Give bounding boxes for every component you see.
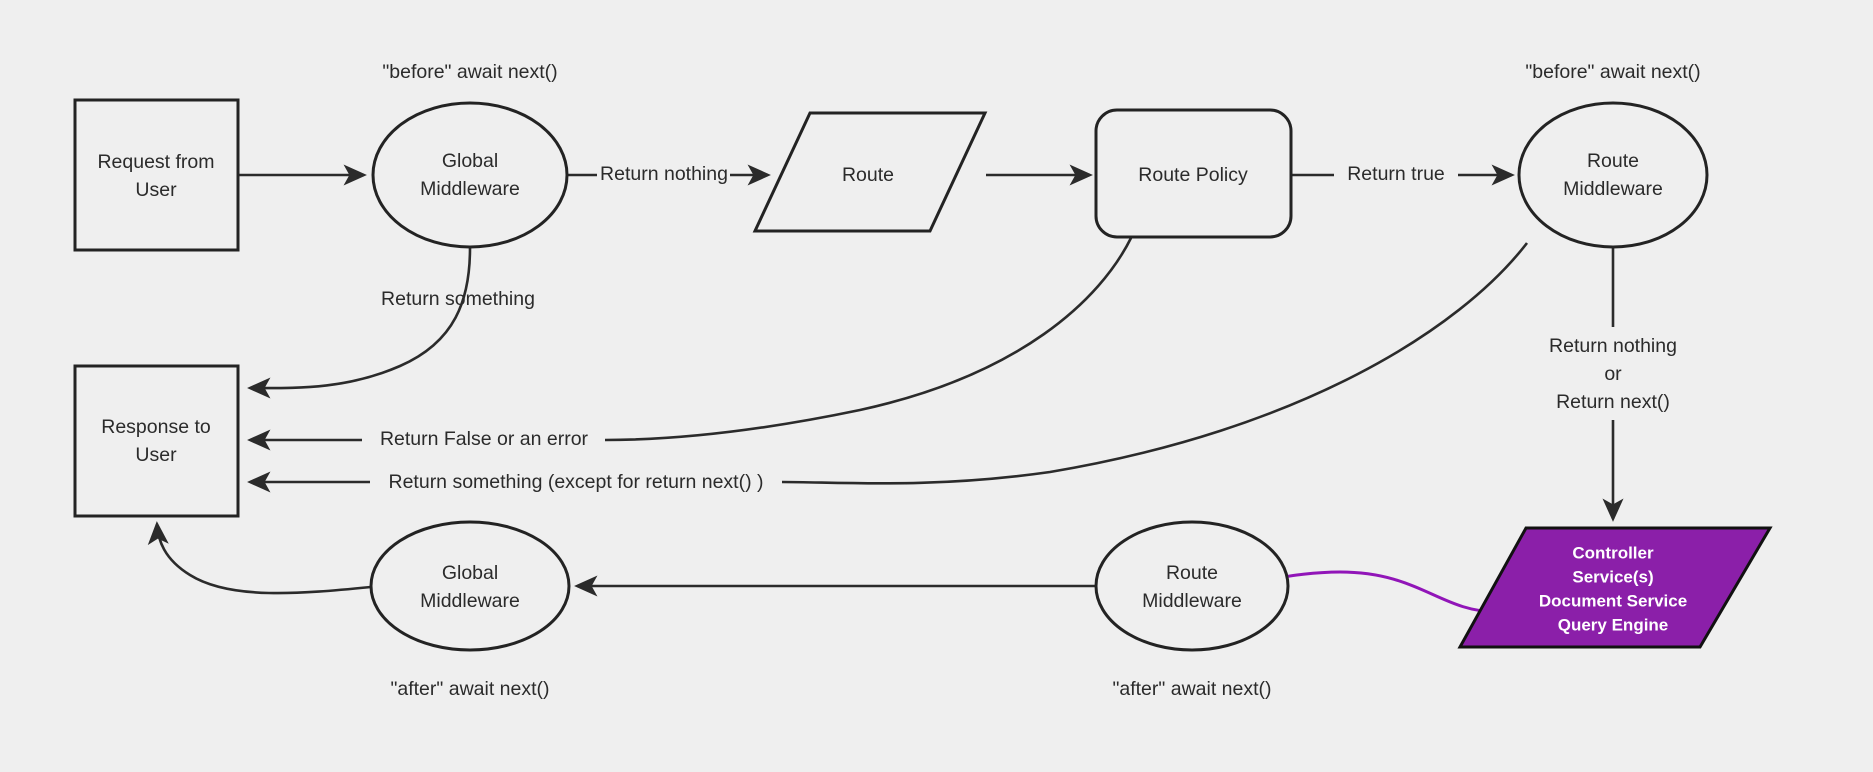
controller-services-label-line3: Document Service xyxy=(1539,591,1687,610)
edge-global-middleware-bottom-to-response xyxy=(147,521,372,595)
controller-services-label-line2: Service(s) xyxy=(1572,567,1653,586)
annotation-after-await-next-route: "after" await next() xyxy=(1112,678,1271,700)
controller-services-label-line1: Controller xyxy=(1572,543,1654,562)
node-response-to-user[interactable]: Response to User xyxy=(73,364,240,518)
node-route-middleware-bottom[interactable]: Route Middleware xyxy=(1094,520,1290,652)
annotation-after-await-next-global: "after" await next() xyxy=(390,678,549,700)
global-middleware-top-label-line1: Global xyxy=(442,150,498,172)
node-global-middleware-bottom[interactable]: Global Middleware xyxy=(369,520,571,652)
node-controller-services[interactable]: Controller Service(s) Document Service Q… xyxy=(1457,526,1773,649)
node-request-from-user[interactable]: Request from User xyxy=(73,98,240,252)
node-route-middleware-top[interactable]: Route Middleware xyxy=(1517,101,1709,249)
controller-services-label-line4: Query Engine xyxy=(1558,615,1669,634)
global-middleware-top-label-line2: Middleware xyxy=(420,178,520,200)
global-middleware-bottom-label-line2: Middleware xyxy=(420,590,520,612)
route-middleware-top-label-line1: Route xyxy=(1587,150,1639,172)
route-middleware-bottom-label-line1: Route xyxy=(1166,562,1218,584)
response-to-user-label-line1: Response to xyxy=(101,416,211,438)
annotation-before-await-next-global: "before" await next() xyxy=(382,61,557,83)
edge-label-return-nothing-or-next-line3: Return next() xyxy=(1556,391,1670,413)
edge-label-return-nothing-or-next-line1: Return nothing xyxy=(1549,335,1677,357)
node-global-middleware-top[interactable]: Global Middleware xyxy=(371,101,569,249)
request-from-user-label-line2: User xyxy=(135,179,177,201)
response-to-user-label-line2: User xyxy=(135,444,177,466)
edge-route-policy-return-false xyxy=(604,237,1133,442)
request-from-user-label-line1: Request from xyxy=(97,151,214,173)
edge-route-middleware-return-something-except xyxy=(781,242,1529,485)
edge-label-return-something-except: Return something (except for return next… xyxy=(389,471,764,493)
route-label: Route xyxy=(842,164,894,186)
edge-label-return-something-global: Return something xyxy=(381,288,535,310)
route-policy-label: Route Policy xyxy=(1138,164,1248,186)
route-middleware-top-label-line2: Middleware xyxy=(1563,178,1663,200)
node-route-policy[interactable]: Route Policy xyxy=(1094,108,1293,239)
global-middleware-bottom-label-line1: Global xyxy=(442,562,498,584)
edge-label-return-false-or-error: Return False or an error xyxy=(380,428,589,450)
edge-label-return-nothing: Return nothing xyxy=(600,163,728,185)
edge-global-middleware-return-something xyxy=(247,247,472,399)
route-middleware-bottom-label-line2: Middleware xyxy=(1142,590,1242,612)
annotation-before-await-next-route: "before" await next() xyxy=(1525,61,1700,83)
edge-label-return-true: Return true xyxy=(1347,163,1445,185)
node-route[interactable]: Route xyxy=(752,111,988,233)
edge-label-return-nothing-or-next-line2: or xyxy=(1604,363,1622,385)
